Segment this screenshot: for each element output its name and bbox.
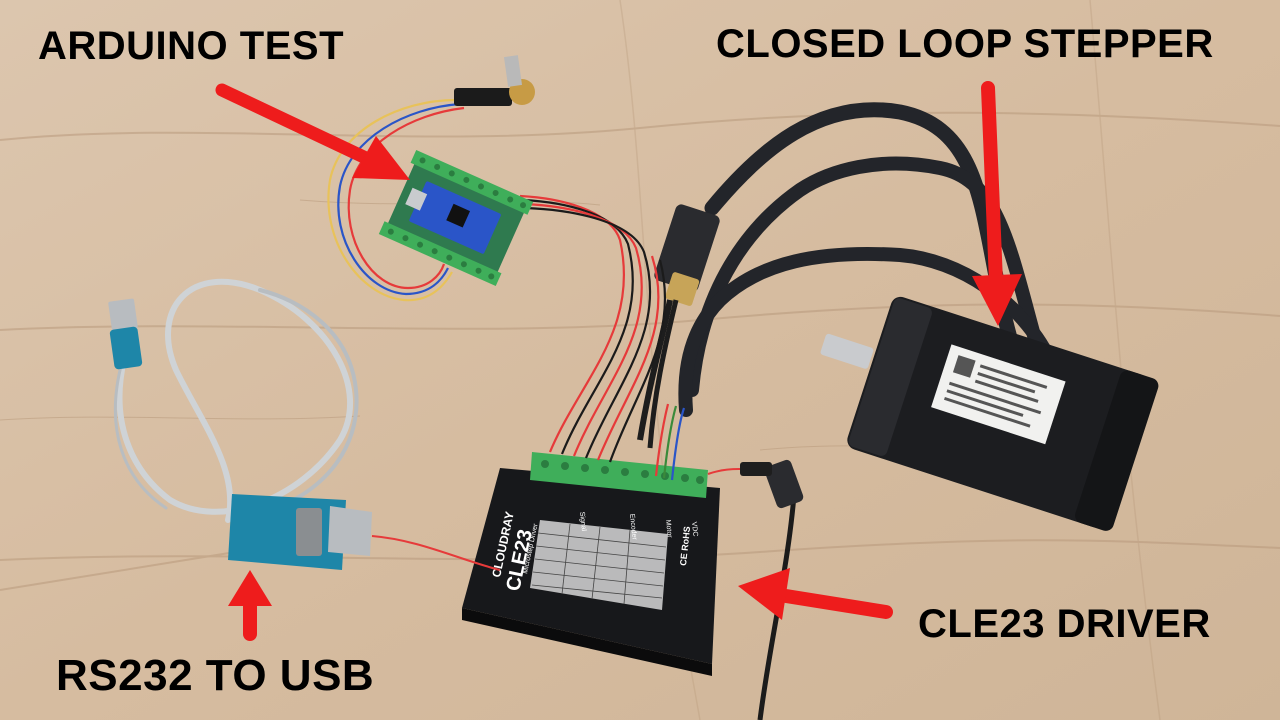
driver-vdc-text: VDC: [690, 521, 699, 536]
encoder-plug: [637, 204, 720, 449]
arrow-arduino: [215, 83, 410, 180]
cle23-driver: CLOUDRAY CLE23 Microstep Driver CE RoHS …: [462, 452, 720, 676]
caption-arduino-test: ARDUINO TEST: [38, 24, 344, 68]
arrow-rs232: [228, 570, 272, 641]
caption-rs232-to-usb: RS232 TO USB: [56, 651, 375, 700]
driver-signal-text: Signal: [578, 511, 587, 532]
power-cable: [707, 459, 804, 720]
rs232-usb-cable: [114, 278, 359, 523]
driver-encoder-text: Encoder: [628, 513, 638, 540]
caption-closed-loop-stepper: CLOSED LOOP STEPPER: [716, 22, 1214, 66]
arrow-stepper: [972, 81, 1022, 326]
driver-motor-text: Motor: [664, 519, 673, 538]
usb-plug: [108, 298, 143, 370]
annotation-arrows: [215, 81, 1022, 641]
driver-rohs-text: CE RoHS: [678, 526, 692, 566]
arrow-driver: [738, 568, 893, 620]
stepper-motor: [820, 296, 1159, 531]
arduino-board: [378, 149, 534, 287]
caption-cle23-driver: CLE23 DRIVER: [918, 602, 1211, 646]
db9-connector: [228, 494, 501, 571]
potentiometer: [327, 55, 535, 302]
signal-wires: [519, 194, 686, 481]
